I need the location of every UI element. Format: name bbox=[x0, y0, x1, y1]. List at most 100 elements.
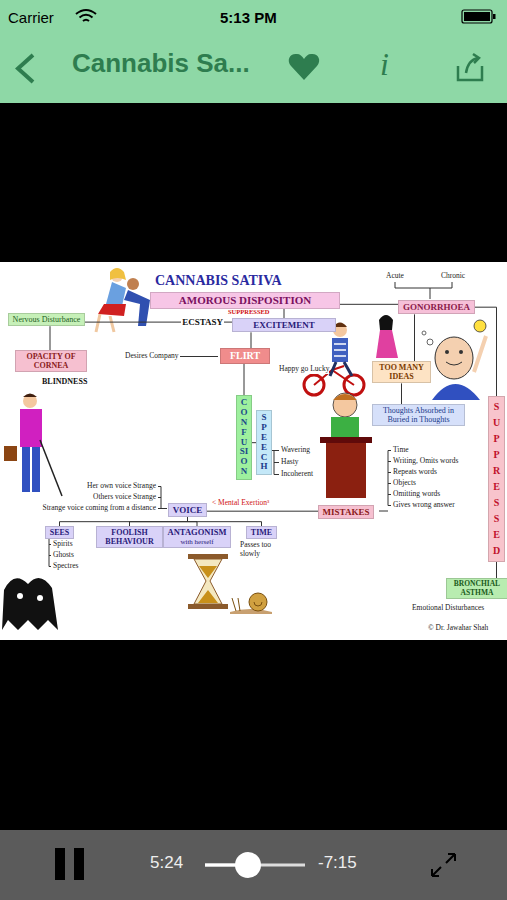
battery-icon bbox=[462, 10, 496, 23]
vertical-band: SUPPRESSED bbox=[488, 396, 505, 562]
note-label: Writing, Omits words bbox=[393, 457, 458, 466]
note-label: Hasty bbox=[281, 458, 299, 467]
video-letterbox bbox=[0, 103, 507, 262]
node-text: FLIRT bbox=[230, 350, 260, 362]
note-label: Spirits bbox=[53, 540, 73, 549]
symptom-box: SEES bbox=[45, 526, 74, 539]
snail-illustration bbox=[230, 593, 272, 614]
connector-line bbox=[188, 517, 262, 526]
bicycle-boy-illustration bbox=[304, 323, 364, 396]
share-icon bbox=[458, 54, 482, 80]
edge-label: ECSTASY bbox=[181, 317, 224, 327]
vertical-band: CONFUSION bbox=[236, 395, 252, 480]
node-text: BRONCHIAL ASTHMA bbox=[450, 580, 504, 597]
note-label: Desires Company bbox=[125, 352, 179, 361]
copyright-text: © Dr. Jawahar Shah bbox=[428, 624, 488, 633]
note-label: Gives wrong answer bbox=[393, 501, 455, 510]
node-text: VOICE bbox=[173, 505, 202, 515]
info-icon: i bbox=[380, 46, 389, 83]
blind-man-illustration bbox=[4, 394, 62, 497]
connector-line bbox=[60, 517, 188, 526]
node-text: SUPPRESSED bbox=[492, 399, 502, 559]
elapsed-time: 5:24 bbox=[150, 853, 183, 873]
connector-line bbox=[496, 562, 497, 578]
node-text: GONORRHOEA bbox=[403, 302, 470, 312]
symptom-box: VOICE bbox=[168, 503, 207, 517]
fullscreen-icon bbox=[432, 854, 455, 876]
connector-line bbox=[284, 309, 285, 318]
nav-title: Cannabis Sa... bbox=[72, 49, 250, 79]
ghost-illustration bbox=[2, 578, 58, 630]
note-label: Spectres bbox=[53, 562, 78, 571]
symptom-box: TOO MANY IDEAS bbox=[372, 361, 431, 383]
speaker-illustration bbox=[320, 393, 372, 498]
node-text: with herself bbox=[180, 538, 213, 546]
video-letterbox bbox=[0, 640, 507, 830]
wifi-icon bbox=[76, 10, 96, 21]
node-text: AMOROUS DISPOSITION bbox=[179, 294, 311, 307]
note-label: Time bbox=[393, 446, 409, 455]
woman-illustration bbox=[376, 315, 398, 358]
node-text: TOO MANY IDEAS bbox=[377, 363, 427, 381]
node-text: Thoughts Absorbed in Buried in Thoughts bbox=[377, 406, 461, 424]
symptom-box: Nervous Disturbance bbox=[8, 313, 85, 326]
symptom-box: OPACITY OF CORNEA bbox=[15, 350, 87, 372]
note-label: Others voice Strange bbox=[93, 493, 156, 502]
pause-icon bbox=[55, 848, 65, 880]
node-text: Nervous Disturbance bbox=[13, 315, 81, 324]
connector-line bbox=[50, 326, 51, 350]
note-label: Repeats words bbox=[393, 468, 437, 477]
vertical-band: SPEECH bbox=[256, 410, 272, 475]
connector-line bbox=[244, 364, 245, 396]
player-bar bbox=[0, 830, 507, 900]
node-text: MISTAKES bbox=[323, 507, 370, 517]
node-text: TIME bbox=[251, 528, 272, 537]
disease-box: BRONCHIAL ASTHMA bbox=[446, 578, 507, 599]
connector-line bbox=[130, 517, 188, 526]
thinking-man-illustration bbox=[422, 320, 486, 400]
diagram-image bbox=[0, 262, 507, 640]
note-label: Acute bbox=[386, 272, 404, 281]
note-label: Her own voice Strange bbox=[87, 482, 156, 491]
disease-box: GONORRHOEA bbox=[398, 300, 475, 314]
progress-thumb bbox=[235, 852, 261, 878]
note-label: < Mental Exertion³ bbox=[212, 499, 269, 508]
note-label: Objects bbox=[393, 479, 416, 488]
note-label: Happy go Lucky bbox=[279, 365, 329, 374]
node-text: OPACITY OF CORNEA bbox=[21, 352, 81, 370]
note-label: BLINDNESS bbox=[42, 377, 87, 386]
symptom-box: ANTAGONISMwith herself bbox=[163, 526, 231, 548]
node-text: ANTAGONISM bbox=[168, 528, 227, 538]
node-text: CONFUSION bbox=[240, 398, 249, 477]
remaining-time: -7:15 bbox=[318, 853, 357, 873]
pause-icon bbox=[74, 848, 84, 880]
back-chevron bbox=[18, 55, 33, 82]
symptom-box: Thoughts Absorbed in Buried in Thoughts bbox=[372, 404, 465, 426]
diagram-title: CANNABIS SATIVA bbox=[155, 273, 282, 289]
status-text: Carrier bbox=[8, 9, 54, 26]
symptom-box: FOOLISH BEHAVIOUR bbox=[96, 526, 163, 548]
nav-bar bbox=[0, 0, 507, 103]
node-text: SEES bbox=[50, 528, 70, 537]
node-text: SPEECH bbox=[260, 413, 269, 472]
note-label: Chronic bbox=[441, 272, 465, 281]
node-text: EXCITEMENT bbox=[253, 320, 315, 330]
connector-line bbox=[340, 304, 398, 305]
connector-line bbox=[251, 332, 252, 348]
note-label: Incoherent bbox=[281, 470, 313, 479]
note-label: Wavering bbox=[281, 446, 310, 455]
symptom-box: EXCITEMENT bbox=[232, 318, 336, 332]
symptom-box: AMOROUS DISPOSITION bbox=[150, 292, 340, 309]
note-label: Ghosts bbox=[53, 551, 74, 560]
note-label: SUPPRESSED bbox=[228, 308, 270, 315]
note-label: Omitting words bbox=[393, 490, 440, 499]
hourglass-illustration bbox=[188, 554, 228, 609]
heart-icon bbox=[289, 54, 319, 80]
note-label: Strange voice coming from a distance bbox=[42, 504, 156, 513]
status-clock: 5:13 PM bbox=[220, 9, 277, 26]
symptom-box: TIME bbox=[246, 526, 277, 539]
node-text: FOOLISH BEHAVIOUR bbox=[101, 528, 159, 546]
connector-line bbox=[207, 511, 318, 512]
